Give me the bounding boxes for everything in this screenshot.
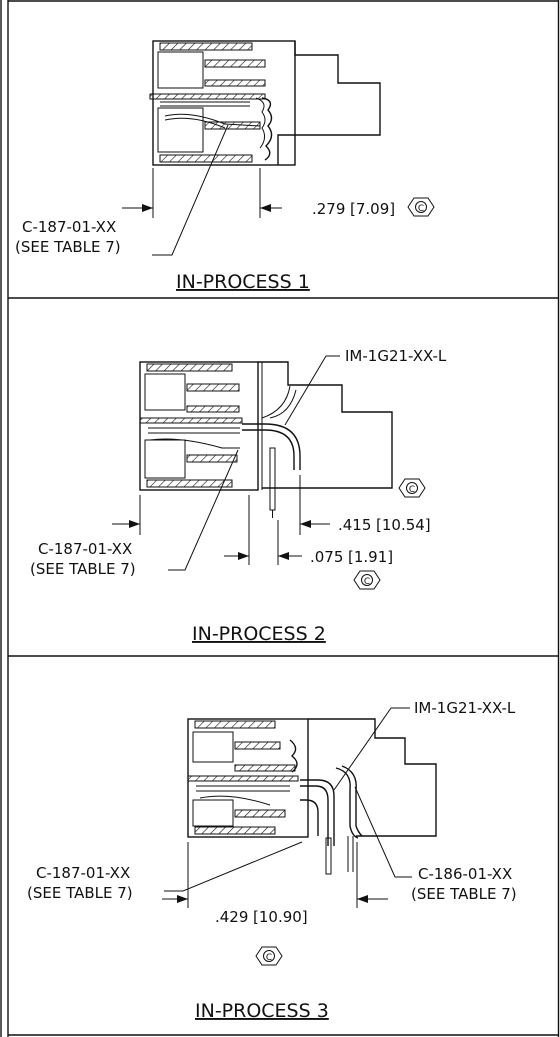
dim-arrow-left-3 (162, 895, 188, 903)
svg-text:C: C (266, 953, 272, 963)
dimension-metric: [10.54] (376, 516, 431, 534)
callout-note: (SEE TABLE 7) (30, 560, 136, 578)
callout-part-number: C-187-01-XX (36, 864, 130, 882)
panel-title: IN-PROCESS 2 (192, 623, 326, 645)
callout-part-number: C-187-01-XX (22, 218, 116, 236)
dim-arrow-left-2a (112, 520, 140, 528)
dimension-value: .429 (215, 908, 248, 926)
callout-part-number: IM-1G21-XX-L (345, 347, 447, 365)
dimension-metric: [10.90] (253, 908, 308, 926)
connector-drawing-1 (149, 40, 381, 166)
hexagon-c-symbol-icon: C (407, 197, 435, 217)
svg-text:C: C (418, 204, 424, 214)
dim-arrow-right-3 (357, 895, 388, 903)
callout-part-number: C-186-01-XX (418, 865, 512, 883)
dimension-value: .075 (310, 548, 343, 566)
svg-text:C: C (364, 577, 370, 587)
panel-in-process-1: .279 [7.09] C C-187-01-XX (SEE TABLE 7) … (15, 40, 435, 293)
panel-title: IN-PROCESS 3 (195, 1000, 329, 1022)
callout-note: (SEE TABLE 7) (27, 884, 133, 902)
panel-in-process-3: .429 [10.90] C IM-1G21-XX-L C-187-01-XX … (27, 699, 517, 1022)
hexagon-c-symbol-icon: C (398, 478, 426, 498)
callout-part-number: C-187-01-XX (38, 540, 132, 558)
connector-drawing-2 (139, 361, 393, 518)
dimension-value: .415 (338, 516, 371, 534)
callout-part-number: IM-1G21-XX-L (414, 699, 516, 717)
panel-title: IN-PROCESS 1 (176, 271, 310, 293)
dimension-metric: [7.09] (350, 200, 395, 218)
dim-arrow-right-2b (278, 552, 302, 560)
dim-arrow-right-1 (260, 204, 282, 212)
dim-arrow-left-1 (122, 204, 153, 212)
callout-note: (SEE TABLE 7) (411, 885, 517, 903)
dimension-metric: [1.91] (348, 548, 393, 566)
svg-text:C: C (409, 485, 415, 495)
hexagon-c-symbol-icon: C (353, 570, 381, 590)
dim-arrow-left-2b (224, 552, 249, 560)
connector-drawing-3 (187, 718, 437, 875)
panel-in-process-2: .415 [10.54] C .075 [1.91] C IM-1G21-XX-… (30, 347, 447, 645)
dim-arrow-right-2a (300, 520, 330, 528)
hexagon-c-symbol-icon: C (255, 946, 283, 966)
dimension-value: .279 (312, 200, 345, 218)
callout-note: (SEE TABLE 7) (15, 238, 121, 256)
